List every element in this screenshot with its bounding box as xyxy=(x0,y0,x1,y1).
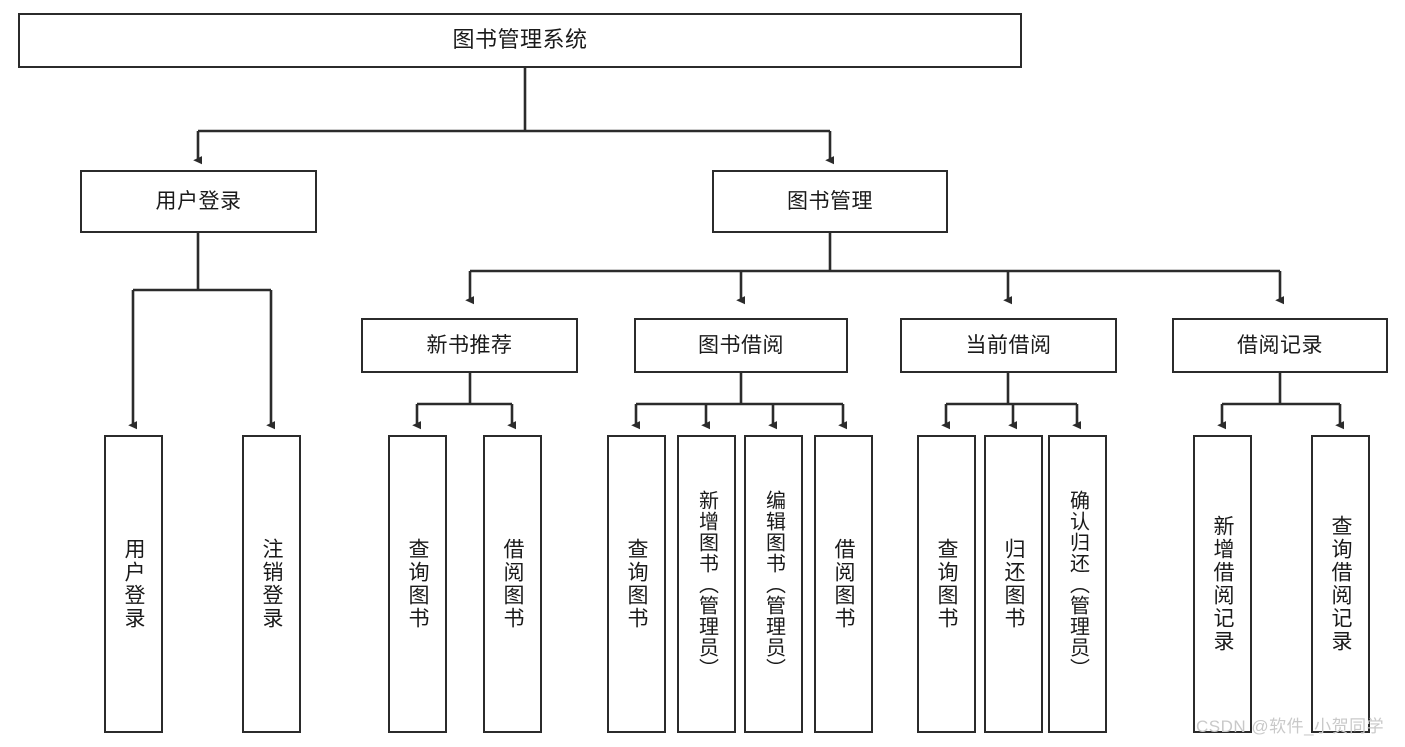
node-leaf-user-login[interactable]: 用户登录 xyxy=(104,435,163,733)
node-leaf-borrow-book-2[interactable]: 借阅图书 xyxy=(814,435,873,733)
node-label: 新增图书（管理员） xyxy=(695,489,718,679)
node-label: 查询借阅记录 xyxy=(1329,515,1352,653)
node-label: 编辑图书（管理员） xyxy=(762,489,785,679)
node-leaf-edit-book-admin[interactable]: 编辑图书（管理员） xyxy=(744,435,803,733)
node-leaf-add-borrow-record[interactable]: 新增借阅记录 xyxy=(1193,435,1252,733)
node-leaf-query-book-3[interactable]: 查询图书 xyxy=(917,435,976,733)
node-label: 借阅图书 xyxy=(501,538,524,630)
node-label: 图书管理系统 xyxy=(452,27,588,53)
node-leaf-query-borrow-record[interactable]: 查询借阅记录 xyxy=(1311,435,1370,733)
node-current-borrow[interactable]: 当前借阅 xyxy=(900,318,1117,373)
node-leaf-add-book-admin[interactable]: 新增图书（管理员） xyxy=(677,435,736,733)
csdn-watermark: CSDN @软件_小贺同学 xyxy=(1196,717,1385,736)
node-leaf-logout-login[interactable]: 注销登录 xyxy=(242,435,301,733)
node-borrow-record[interactable]: 借阅记录 xyxy=(1172,318,1388,373)
node-label: 查询图书 xyxy=(406,538,429,630)
node-label: 借阅记录 xyxy=(1237,333,1323,357)
node-label: 图书管理 xyxy=(787,189,873,213)
node-label: 查询图书 xyxy=(935,538,958,630)
node-label: 确认归还（管理员） xyxy=(1066,489,1089,679)
node-leaf-return-book[interactable]: 归还图书 xyxy=(984,435,1043,733)
node-book-management[interactable]: 图书管理 xyxy=(712,170,948,233)
node-root-book-management-system[interactable]: 图书管理系统 xyxy=(18,13,1022,68)
node-leaf-borrow-book-1[interactable]: 借阅图书 xyxy=(483,435,542,733)
node-user-login[interactable]: 用户登录 xyxy=(80,170,317,233)
node-label: 图书借阅 xyxy=(698,333,784,357)
node-label: 当前借阅 xyxy=(965,333,1052,357)
node-label: 用户登录 xyxy=(122,538,145,630)
node-label: 借阅图书 xyxy=(832,538,855,630)
node-leaf-query-book-1[interactable]: 查询图书 xyxy=(388,435,447,733)
node-new-book-recommend[interactable]: 新书推荐 xyxy=(361,318,578,373)
node-book-borrow[interactable]: 图书借阅 xyxy=(634,318,848,373)
node-leaf-confirm-return-admin[interactable]: 确认归还（管理员） xyxy=(1048,435,1107,733)
node-leaf-query-book-2[interactable]: 查询图书 xyxy=(607,435,666,733)
node-label: 新增借阅记录 xyxy=(1211,515,1234,653)
node-label: 用户登录 xyxy=(155,189,242,213)
node-label: 查询图书 xyxy=(625,538,648,630)
node-label: 新书推荐 xyxy=(426,333,513,357)
node-label: 归还图书 xyxy=(1002,538,1025,630)
node-label: 注销登录 xyxy=(260,538,283,630)
